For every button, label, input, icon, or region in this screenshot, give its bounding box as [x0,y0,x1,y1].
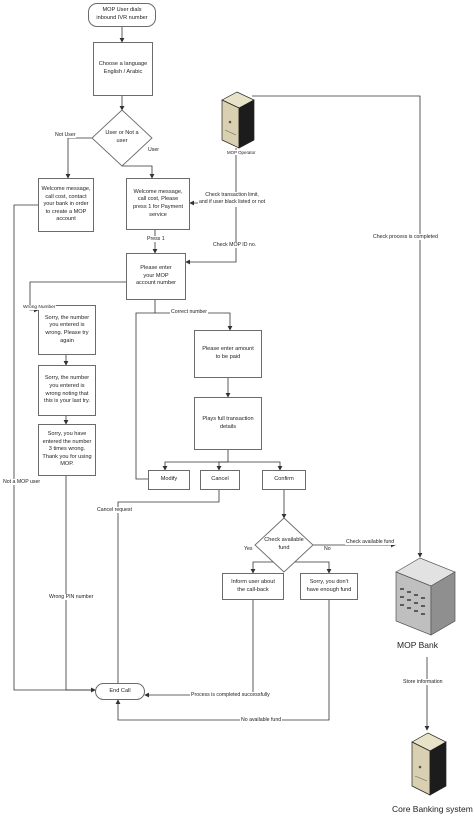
label-no: No [323,546,332,552]
label-user: User [147,147,160,153]
edge-process-completed [144,600,254,698]
mop-operator-label: MOP Operator [226,150,257,155]
user-check-diamond [91,109,153,167]
welcome-user-node: Welcome message, call cost, Please press… [126,178,190,230]
language-node: Choose a language English / Arabic [93,42,153,96]
core-banking-label: Core Banking system [392,804,473,814]
edge-user [122,165,155,179]
user-check-label: User or Not a user [105,130,139,144]
label-check-limit: Check transaction limit, and if user bla… [198,192,267,207]
edge-no-fund [115,600,330,721]
label-wrong-pin: Wrong PIN number [48,594,95,600]
wrong-number-2-node: Sorry, the number you entered is wrong n… [38,365,96,416]
check-fund-label: Check available fund [264,537,304,551]
not-enough-fund-node: Sorry, you don't have enough fund [300,573,358,600]
confirm-node: Confirm [262,470,306,490]
label-process-completed: Process is completed successfully [190,692,271,698]
label-no-fund: No available fund [240,717,283,723]
cancel-node: Cancel [200,470,240,490]
mop-bank-label: MOP Bank [397,640,438,650]
enter-amount-node: Please enter amount to be paid [194,330,262,378]
label-press1: Press 1 [146,236,166,242]
label-not-user: Not User [54,132,77,138]
end-call-node: End Call [95,683,145,700]
label-wrong-number: Wrong Number [22,305,57,310]
core-banking-server-icon [411,732,447,796]
edge-not-mop-user [13,204,96,693]
enter-account-node: Please enter your MOP account number [126,253,186,300]
inform-user-node: Inform user about the call-back [222,573,284,600]
label-check-available-fund: Check available fund [345,539,396,545]
modify-node: Modify [148,470,190,490]
label-yes: Yes [243,546,254,552]
plays-details-node: Plays full transaction details [194,397,262,450]
label-check-complete: Check process is completed [372,234,439,240]
mop-operator-server-icon [221,91,255,149]
wrong-number-1-node: Sorry, the number you entered is wrong. … [38,305,96,355]
edge-correct-number [154,300,233,331]
label-not-mop-user: Not a MOP user [2,479,42,485]
label-correct-number: Correct number [170,309,209,315]
welcome-not-user-node: Welcome message, call cost, contact your… [38,178,94,232]
check-fund-diamond [254,517,314,573]
edge-wrong-pin [65,476,96,693]
edge-not-user [65,137,95,179]
edge-check-complete [252,95,423,558]
edge-cancel-request [117,490,220,683]
wrong-number-3-node: Sorry, you have entered the number 3 tim… [38,424,96,476]
mop-bank-server-icon [395,557,456,636]
edge-check-mopid [185,203,237,265]
label-check-mopid: Check MOP ID no. [212,242,258,248]
label-store-info: Store information [402,679,444,685]
start-node: MOP User dials inbound IVR number [88,3,156,27]
edge-wrong-number [29,281,126,313]
label-cancel-request: Cancel request [96,507,133,513]
